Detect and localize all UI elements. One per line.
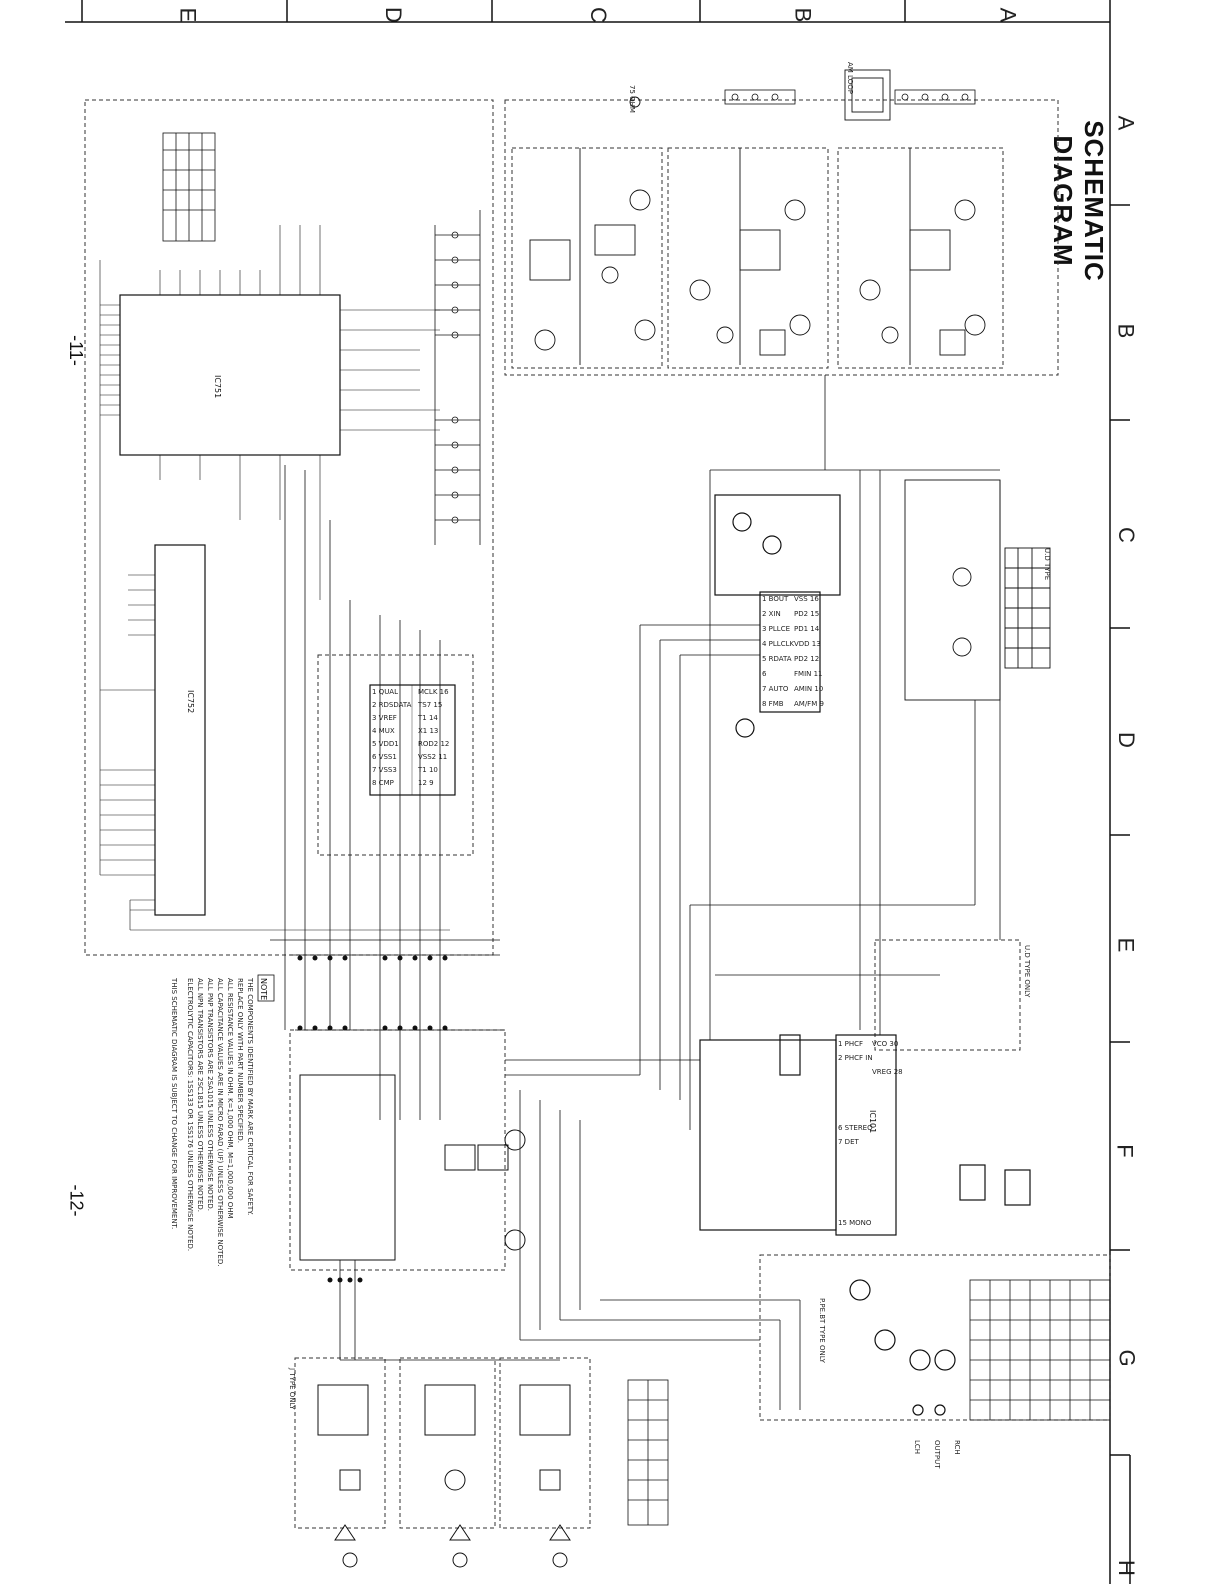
front-end-stages xyxy=(529,69,986,365)
svg-text:5 RDATA: 5 RDATA xyxy=(762,655,792,663)
svg-text:15 MONO: 15 MONO xyxy=(838,1219,872,1227)
note-line-6: ALL NPN TRANSISTORS ARE 2SC1815 UNLESS O… xyxy=(196,978,204,1212)
version-label-j: J TYPE ONLY xyxy=(288,1367,296,1410)
note-line-8: THIS SCHEMATIC DIAGRAM IS SUBJECT TO CHA… xyxy=(170,977,178,1229)
ic101-pins: 1 PHCF 2 PHCF IN 6 STEREO 7 DET 15 MONO … xyxy=(838,1040,903,1227)
svg-text:MCLK 16: MCLK 16 xyxy=(418,688,449,696)
svg-text:VSS 16: VSS 16 xyxy=(794,595,819,603)
svg-text:7 VSS3: 7 VSS3 xyxy=(372,766,397,774)
svg-text:4 MUX: 4 MUX xyxy=(372,727,395,735)
am-antenna-label: AM LOOP xyxy=(846,62,854,94)
output-rch-label: RCH xyxy=(953,1440,961,1455)
parts-table-bottom-center xyxy=(627,1379,669,1526)
svg-text:2 XIN: 2 XIN xyxy=(762,610,781,618)
power-supply-section xyxy=(299,1074,571,1568)
note-line-5: ALL PNP TRANSISTORS ARE 2SA1015 UNLESS O… xyxy=(206,978,214,1211)
svg-text:T1 10: T1 10 xyxy=(417,766,438,774)
svg-text:3 VREF: 3 VREF xyxy=(372,714,397,722)
svg-text:5 VDD1: 5 VDD1 xyxy=(372,740,399,748)
version-label-ppebt: P.PE.BT TYPE ONLY xyxy=(818,1298,826,1364)
notes-block: NOTE THE COMPONENTS IDENTIFIED BY MARK A… xyxy=(170,974,275,1266)
svg-text:12 9: 12 9 xyxy=(418,779,434,787)
connector-dots xyxy=(297,955,448,1283)
svg-text:AM/FM 9: AM/FM 9 xyxy=(794,700,824,708)
ic101-block xyxy=(699,1034,1031,1416)
note-line-7: ELECTROLYTIC CAPACITORS: 1SS133 OR 1SS17… xyxy=(186,978,194,1251)
antenna-terminals xyxy=(724,89,976,105)
svg-text:1 QUAL: 1 QUAL xyxy=(372,688,398,696)
svg-text:8 CMP: 8 CMP xyxy=(372,779,394,787)
output-label: OUTPUT xyxy=(933,1440,941,1469)
parts-table-bottom-right xyxy=(969,1279,1111,1421)
ic752-block xyxy=(99,260,450,931)
block-boundaries xyxy=(84,99,1111,1529)
svg-text:PD2 12: PD2 12 xyxy=(794,655,819,663)
ic751-label: IC751 xyxy=(213,375,222,398)
svg-text:PD2 15: PD2 15 xyxy=(794,610,819,618)
rds-ic-pins: 1 QUAL 2 RDSDATA 3 VREF 4 MUX 5 VDD1 6 V… xyxy=(372,688,449,787)
note-line-2: REPLACE ONLY WITH PART NUMBER SPECIFIED. xyxy=(236,978,244,1143)
version-label-ud: U.D TYPE ONLY xyxy=(1023,945,1031,998)
note-line-3: ALL RESISTANCE VALUES IN OHM. K=1,000 OH… xyxy=(226,978,234,1219)
svg-text:6 VSS1: 6 VSS1 xyxy=(372,753,397,761)
rds-ic-block xyxy=(369,684,456,796)
svg-text:3 PLLCE: 3 PLLCE xyxy=(762,625,790,633)
note-line-1: THE COMPONENTS IDENTIFIED BY MARK ARE CR… xyxy=(246,977,254,1215)
right-amp-stage xyxy=(904,479,1051,701)
svg-text:7 DET: 7 DET xyxy=(838,1138,859,1146)
version-table-top-left xyxy=(162,132,216,242)
svg-text:X1 13: X1 13 xyxy=(418,727,438,735)
version-label-ud-table: U.D TYPE xyxy=(1043,548,1051,580)
interconnect-wiring xyxy=(270,375,1001,1410)
notes-title: NOTE xyxy=(259,978,268,1000)
svg-text:4 PLLCLK: 4 PLLCLK xyxy=(762,640,794,648)
svg-text:FMIN 11: FMIN 11 xyxy=(794,670,823,678)
ic701-pins: 1 BOUT 2 XIN 3 PLLCE 4 PLLCLK 5 RDATA 6 … xyxy=(762,595,824,708)
svg-text:T1 14: T1 14 xyxy=(417,714,438,722)
output-lch-label: LCH xyxy=(913,1440,921,1454)
svg-text:6 STEREO: 6 STEREO xyxy=(838,1124,873,1132)
ic101-label: IC101 xyxy=(868,1110,877,1133)
svg-text:2 PHCF IN: 2 PHCF IN xyxy=(838,1054,873,1062)
svg-text:VSS2 11: VSS2 11 xyxy=(418,753,447,761)
svg-text:PD1 14: PD1 14 xyxy=(794,625,820,633)
svg-text:2 RDSDATA: 2 RDSDATA xyxy=(372,701,412,709)
svg-text:8 FMB: 8 FMB xyxy=(762,700,784,708)
ic701-block xyxy=(714,494,841,738)
svg-text:1 PHCF: 1 PHCF xyxy=(838,1040,863,1048)
note-line-4: ALL CAPACITANCE VALUES ARE IN MICRO FARA… xyxy=(216,978,224,1266)
svg-text:VDD 13: VDD 13 xyxy=(794,640,821,648)
svg-text:VCO 30: VCO 30 xyxy=(872,1040,898,1048)
svg-text:6: 6 xyxy=(762,670,767,678)
svg-text:AMIN 10: AMIN 10 xyxy=(794,685,823,693)
switch-array xyxy=(434,210,481,545)
svg-text:ROD2 12: ROD2 12 xyxy=(418,740,449,748)
fm-antenna-label: 75 OHM xyxy=(628,85,636,113)
ic751-block xyxy=(100,225,440,600)
svg-text:VREG 28: VREG 28 xyxy=(872,1068,903,1076)
ic752-label: IC752 xyxy=(186,690,195,713)
svg-text:1 BOUT: 1 BOUT xyxy=(762,595,789,603)
svg-text:TS7 15: TS7 15 xyxy=(417,701,442,709)
svg-text:7 AUTO: 7 AUTO xyxy=(762,685,789,693)
